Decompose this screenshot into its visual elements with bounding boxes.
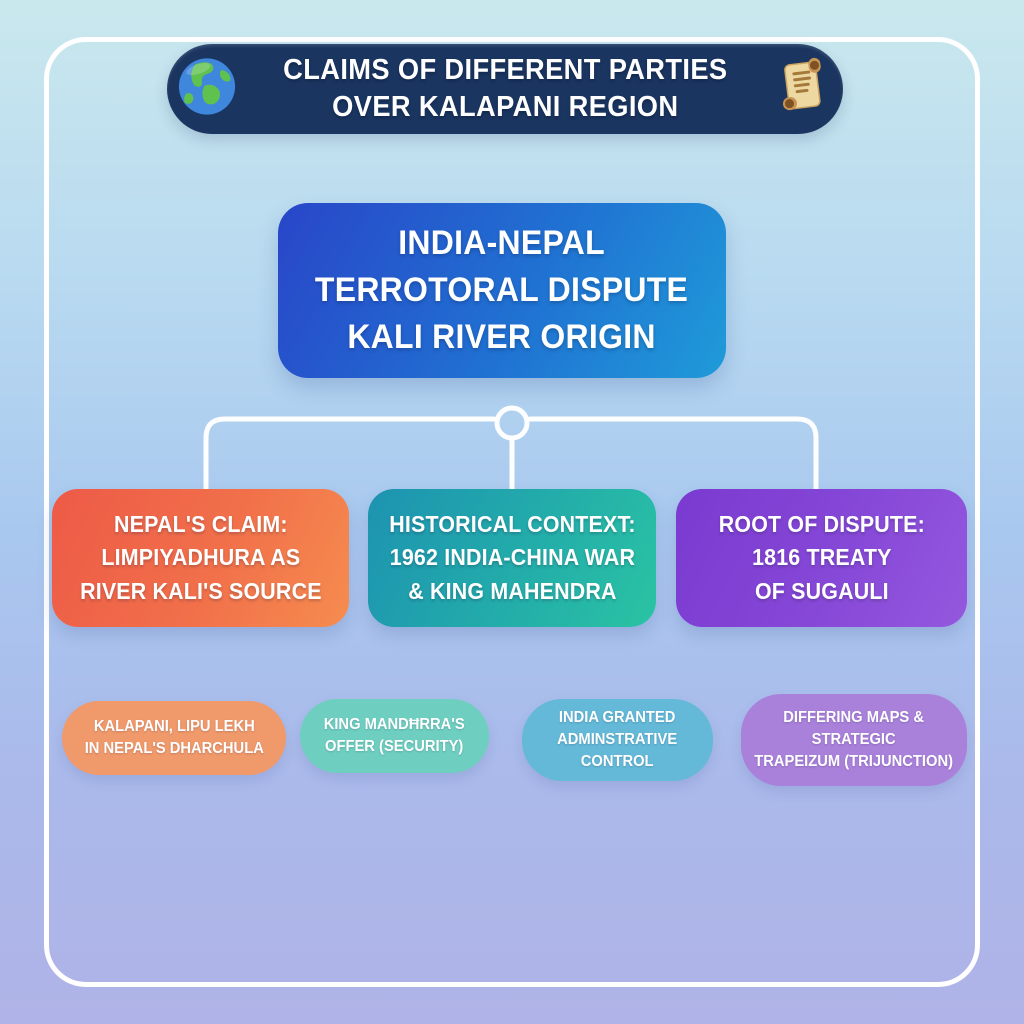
branch-box-historical-context: HISTORICAL CONTEXT: 1962 INDIA-CHINA WAR… <box>368 489 656 627</box>
root-node-title: INDIA-NEPAL TERROTORAL DISPUTE KALI RIVE… <box>303 220 700 361</box>
detail-pill-india-administrative-control: INDIA GRANTED ADMINSTRATIVE CONTROL <box>522 699 713 781</box>
globe-icon-graphic <box>178 58 236 115</box>
globe-icon <box>176 56 238 123</box>
header-title-text: CLAIMS OF DIFFERENT PARTIES OVER KALAPAN… <box>282 53 728 123</box>
root-node-title-text: INDIA-NEPAL TERROTORAL DISPUTE KALI RIVE… <box>315 224 689 356</box>
detail-pill-king-offer: KING MANDĦRRA'S OFFER (SECURITY) <box>300 699 489 773</box>
scroll-icon-graphic <box>782 57 821 111</box>
branch-root-of-dispute-text: ROOT OF DISPUTE: 1816 TREATY OF SUGAULI <box>718 510 925 604</box>
header-banner: CLAIMS OF DIFFERENT PARTIES OVER KALAPAN… <box>167 44 843 134</box>
detail-pill-kalapani-lipulekh-text: KALAPANI, LIPU LEKH IN NEPAL'S DHARCHULA <box>84 718 264 757</box>
detail-pill-kalapani-lipulekh: KALAPANI, LIPU LEKH IN NEPAL'S DHARCHULA <box>62 701 286 775</box>
detail-pill-king-offer-text: KING MANDĦRRA'S OFFER (SECURITY) <box>324 716 465 755</box>
root-node-box: INDIA-NEPAL TERROTORAL DISPUTE KALI RIVE… <box>278 203 726 378</box>
detail-pill-differing-maps-text: DIFFERING MAPS & STRATEGIC TRAPEIZUM (TR… <box>754 709 954 770</box>
branch-historical-context-text: HISTORICAL CONTEXT: 1962 INDIA-CHINA WAR… <box>388 510 636 604</box>
connector-junction-ring <box>494 405 530 441</box>
branch-box-root-of-dispute: ROOT OF DISPUTE: 1816 TREATY OF SUGAULI <box>676 489 967 627</box>
connector-right-branch <box>527 416 819 495</box>
header-title: CLAIMS OF DIFFERENT PARTIES OVER KALAPAN… <box>269 52 742 126</box>
connector-left-branch <box>203 416 497 495</box>
branch-box-nepals-claim: NEPAL'S CLAIM: LIMPIYADHURA AS RIVER KAL… <box>52 489 349 627</box>
branch-nepals-claim-text: NEPAL'S CLAIM: LIMPIYADHURA AS RIVER KAL… <box>79 510 322 604</box>
detail-pill-india-administrative-control-text: INDIA GRANTED ADMINSTRATIVE CONTROL <box>557 709 678 770</box>
detail-pill-differing-maps: DIFFERING MAPS & STRATEGIC TRAPEIZUM (TR… <box>741 694 967 786</box>
scroll-icon <box>770 55 834 124</box>
